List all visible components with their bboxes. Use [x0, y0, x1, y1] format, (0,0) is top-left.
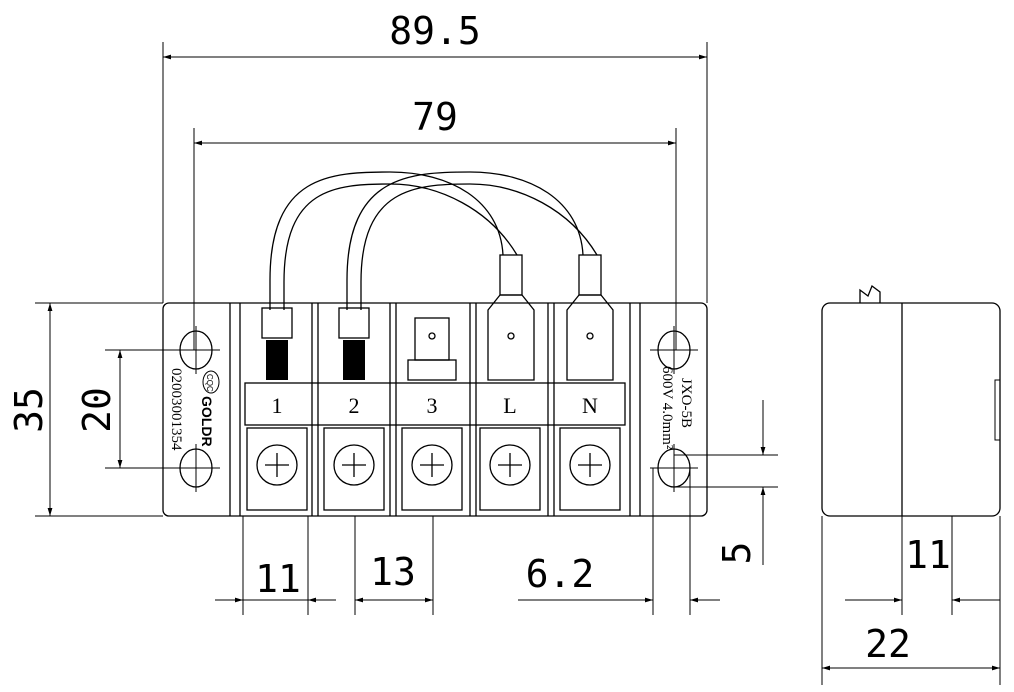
- cqc-logo: CQC: [202, 370, 220, 394]
- terminal-label-L: L: [503, 393, 516, 418]
- brand-logo: GOLDR: [199, 396, 215, 447]
- dim-pitch: 13: [370, 550, 416, 594]
- jumper-wires: [269, 171, 598, 310]
- dim-hole-diameter: 5: [715, 542, 759, 565]
- terminal-1: 1: [246, 307, 308, 511]
- dim-overall-height: 35: [7, 387, 51, 433]
- dim-side-depth: 22: [865, 622, 911, 666]
- terminal-label-2: 2: [349, 393, 360, 418]
- terminal-N: N: [559, 254, 621, 511]
- svg-text:CQC: CQC: [205, 374, 214, 392]
- dim-hole-spacing: 79: [412, 95, 458, 139]
- terminal-2: 2: [323, 307, 385, 511]
- dim-11: 11: [255, 557, 301, 601]
- extension-lines: [35, 42, 1001, 685]
- terminal-label-N: N: [582, 393, 598, 418]
- dim-hole-vertical-spacing: 20: [75, 387, 119, 433]
- dimension-lines: [47, 54, 1000, 671]
- mounting-holes: [172, 326, 698, 492]
- model-number: JXO-5B: [678, 378, 694, 428]
- terminal-label-1: 1: [272, 393, 283, 418]
- dim-hole-offset: 6.2: [526, 552, 595, 596]
- side-view: [821, 284, 1001, 517]
- terminal-block-body: [162, 302, 708, 517]
- terminal-3: 3: [401, 317, 463, 511]
- terminal-label-3: 3: [427, 393, 438, 418]
- dim-side-half-depth: 11: [905, 533, 951, 577]
- terminal-L: L: [479, 254, 541, 511]
- dim-overall-length: 89.5: [389, 9, 481, 53]
- rating: 600V 4.0mm²: [659, 366, 675, 450]
- part-number: 02003001354: [168, 368, 184, 451]
